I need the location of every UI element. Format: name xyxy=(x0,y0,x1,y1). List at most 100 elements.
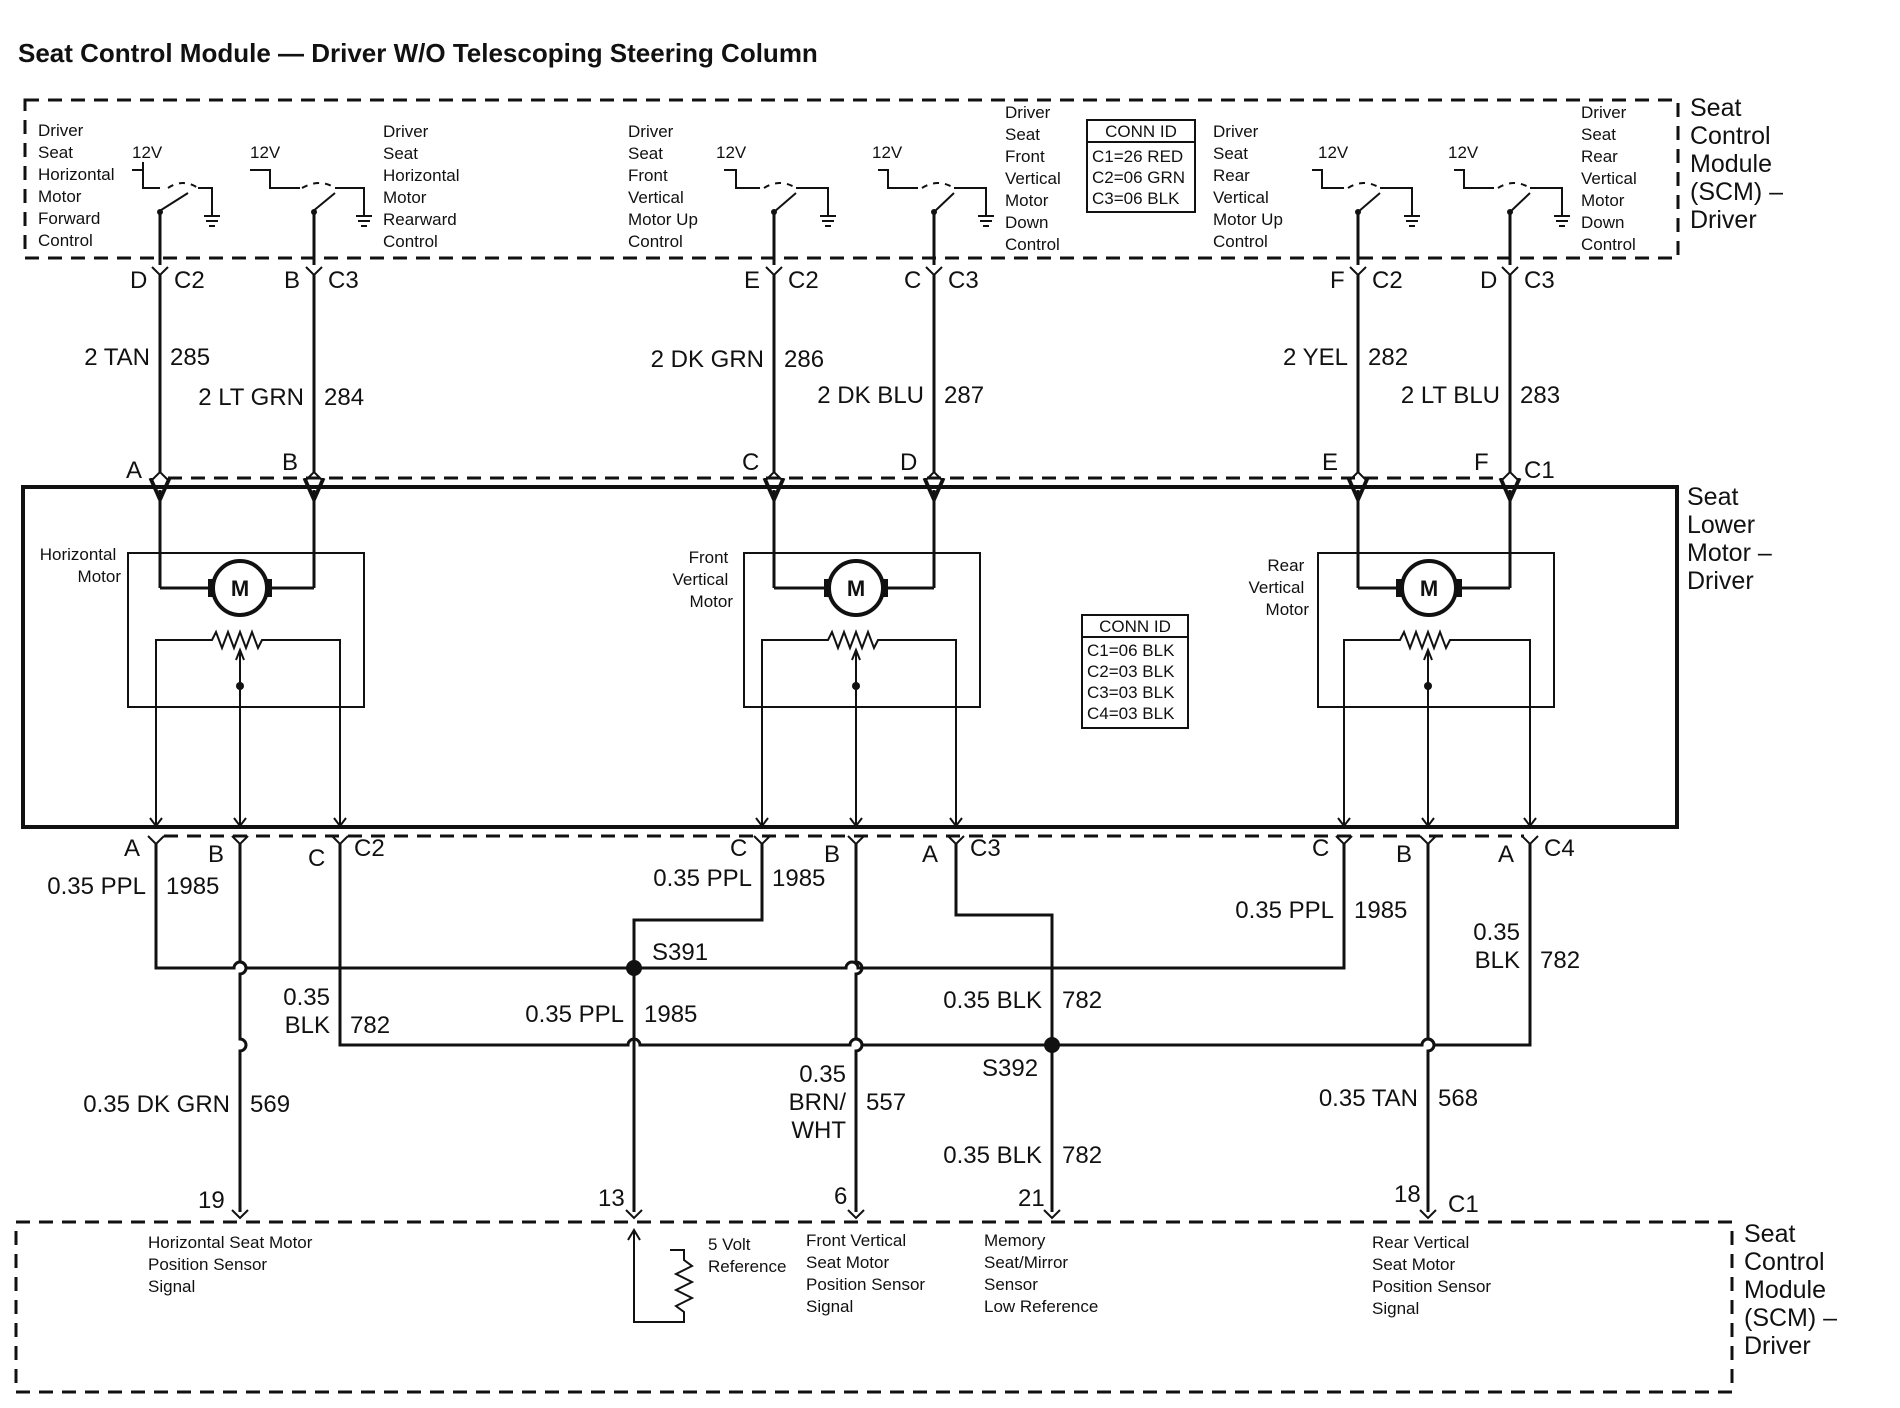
svg-text:782: 782 xyxy=(1540,947,1580,974)
svg-text:782: 782 xyxy=(350,1012,390,1039)
svg-text:BLK: BLK xyxy=(285,1012,330,1039)
scm-top-label: Seat Control Module (SCM) – Driver xyxy=(1690,94,1790,234)
seat-lower-motor-label: Seat Lower Motor – Driver xyxy=(1687,483,1779,595)
svg-text:18: 18 xyxy=(1394,1181,1421,1208)
svg-text:6: 6 xyxy=(834,1183,847,1210)
svg-text:A: A xyxy=(1498,841,1514,868)
svg-text:WHT: WHT xyxy=(791,1117,846,1144)
svg-text:C: C xyxy=(730,835,747,862)
signal-front-vertical-position: Front Vertical Seat Motor Position Senso… xyxy=(806,1231,930,1316)
svg-text:M: M xyxy=(847,576,865,601)
svg-text:12V: 12V xyxy=(716,143,747,162)
front-vertical-motor: Front Vertical Motor M xyxy=(673,490,981,825)
svg-text:0.35 PPL: 0.35 PPL xyxy=(47,873,146,900)
svg-text:F: F xyxy=(1474,449,1489,476)
svg-text:782: 782 xyxy=(1062,987,1102,1014)
wire-circuit: 286 xyxy=(784,346,824,373)
splice-s392 xyxy=(1044,1037,1060,1053)
svg-text:12V: 12V xyxy=(250,143,281,162)
potentiometer-icon xyxy=(761,629,957,825)
motor-icon xyxy=(1400,559,1458,617)
svg-text:B: B xyxy=(208,841,224,868)
svg-text:BRN/: BRN/ xyxy=(789,1089,847,1116)
splice-label: S391 xyxy=(652,939,708,966)
wire-circuit: 287 xyxy=(944,382,984,409)
svg-text:1985: 1985 xyxy=(772,865,825,892)
svg-text:E: E xyxy=(1322,449,1338,476)
seat-lower-motor: A B C D E F C1 Seat Lower Motor – Driver… xyxy=(21,449,1779,872)
scm-top-conn-id: CONN ID C1=26 RED C2=06 GRN C3=06 BLK xyxy=(1086,119,1196,213)
svg-text:F: F xyxy=(1330,267,1345,294)
signal-5v-reference: 5 Volt Reference xyxy=(708,1235,786,1276)
svg-text:C1: C1 xyxy=(1524,457,1555,484)
svg-text:C3: C3 xyxy=(948,267,979,294)
rear-vertical-motor: Rear Vertical Motor M xyxy=(1249,490,1555,825)
svg-text:C: C xyxy=(904,267,921,294)
svg-text:0.35: 0.35 xyxy=(799,1061,846,1088)
svg-text:C3: C3 xyxy=(970,835,1001,862)
wire-label: 2 YEL xyxy=(1283,344,1348,371)
svg-text:C3: C3 xyxy=(1524,267,1555,294)
horizontal-motor: Horizontal Motor M xyxy=(40,490,365,825)
motor-icon xyxy=(211,559,269,617)
svg-text:M: M xyxy=(231,576,249,601)
svg-text:C4: C4 xyxy=(1544,835,1575,862)
svg-text:1985: 1985 xyxy=(644,1001,697,1028)
switch-front-vertical-down: 12V Driver Seat Front Vertical Motor Dow… xyxy=(872,103,1061,265)
lower-wire-bundle: 0.35 PPL 1985 0.35 PPL 1985 0.35 PPL 198… xyxy=(47,844,1580,1212)
motor-icon xyxy=(827,559,885,617)
svg-text:12V: 12V xyxy=(1448,143,1479,162)
svg-text:C: C xyxy=(308,845,325,872)
svg-text:C3: C3 xyxy=(328,267,359,294)
svg-text:12V: 12V xyxy=(1318,143,1349,162)
svg-text:A: A xyxy=(922,841,938,868)
switch-label: Driver Seat Rear Vertical Motor Up Contr… xyxy=(1213,122,1288,251)
signal-rear-vertical-position: Rear Vertical Seat Motor Position Sensor… xyxy=(1372,1233,1496,1318)
svg-text:C2=06 GRN: C2=06 GRN xyxy=(1092,168,1185,187)
svg-text:0.35 BLK: 0.35 BLK xyxy=(943,1142,1042,1169)
svg-text:C2: C2 xyxy=(354,835,385,862)
switch-horizontal-rearward: 12V Driver Seat Horizontal Motor Rearwar… xyxy=(250,122,464,265)
svg-text:C: C xyxy=(1312,835,1329,862)
svg-text:C3=03 BLK: C3=03 BLK xyxy=(1087,683,1175,702)
signal-memory-low-reference: Memory Seat/Mirror Sensor Low Reference xyxy=(984,1231,1098,1316)
svg-text:782: 782 xyxy=(1062,1142,1102,1169)
svg-text:A: A xyxy=(124,835,140,862)
svg-text:B: B xyxy=(824,841,840,868)
svg-text:569: 569 xyxy=(250,1091,290,1118)
svg-text:1985: 1985 xyxy=(1354,897,1407,924)
svg-text:0.35 TAN: 0.35 TAN xyxy=(1319,1085,1418,1112)
svg-text:19: 19 xyxy=(198,1187,225,1214)
svg-text:12V: 12V xyxy=(872,143,903,162)
svg-text:0.35 PPL: 0.35 PPL xyxy=(653,865,752,892)
switch-label: Driver Seat Horizontal Motor Forward Con… xyxy=(38,121,119,250)
svg-text:CONN ID: CONN ID xyxy=(1105,122,1177,141)
wire-circuit: 284 xyxy=(324,384,364,411)
upper-wire-bundle: 2 TAN 285 2 LT GRN 284 2 DK GRN 286 2 DK… xyxy=(84,275,1560,472)
svg-text:1985: 1985 xyxy=(166,873,219,900)
svg-text:568: 568 xyxy=(1438,1085,1478,1112)
svg-text:E: E xyxy=(744,267,760,294)
svg-text:C1=06 BLK: C1=06 BLK xyxy=(1087,641,1175,660)
switch-label: Driver Seat Horizontal Motor Rearward Co… xyxy=(383,122,464,251)
wire-circuit: 285 xyxy=(170,344,210,371)
wire-circuit: 283 xyxy=(1520,382,1560,409)
svg-text:C4=03 BLK: C4=03 BLK xyxy=(1087,704,1175,723)
switch-label: Driver Seat Front Vertical Motor Up Cont… xyxy=(628,122,703,251)
svg-text:0.35: 0.35 xyxy=(283,984,330,1011)
switch-rear-vertical-up: Driver Seat Rear Vertical Motor Up Contr… xyxy=(1213,122,1420,265)
svg-text:C2: C2 xyxy=(174,267,205,294)
wire-label: 2 LT GRN xyxy=(198,384,304,411)
switch-horizontal-forward: Driver Seat Horizontal Motor Forward Con… xyxy=(38,121,220,265)
switch-front-vertical-up: Driver Seat Front Vertical Motor Up Cont… xyxy=(628,122,836,265)
scm-bottom-module: 19 13 6 21 18 C1 Seat Control Module (SC… xyxy=(14,1181,1837,1394)
svg-text:CONN ID: CONN ID xyxy=(1099,617,1171,636)
reference-resistor xyxy=(627,1228,695,1323)
potentiometer-icon xyxy=(155,629,341,825)
svg-text:21: 21 xyxy=(1018,1185,1045,1212)
svg-text:557: 557 xyxy=(866,1089,906,1116)
svg-text:C2: C2 xyxy=(1372,267,1403,294)
motor-label: Front Vertical Motor xyxy=(673,548,734,611)
svg-text:D: D xyxy=(1480,267,1497,294)
